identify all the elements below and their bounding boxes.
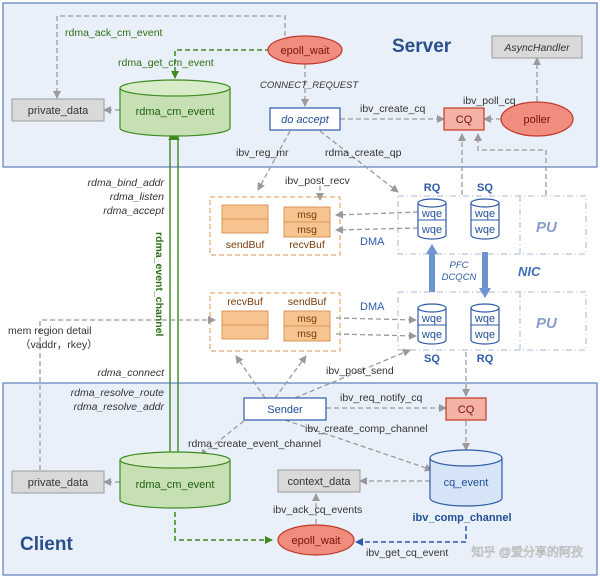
sq-top-label: SQ [477,182,493,194]
do-accept-label: do accept [281,114,330,126]
watermark: 知乎 @爱分享的阿孜 [471,544,583,559]
bottom-msg-2: msg [297,328,317,340]
svg-text:wqe: wqe [474,208,495,220]
cq-event-store: cq_event [429,449,503,507]
bind-addr-label: rdma_bind_addr [88,177,165,189]
mem-region-label-1: mem region detail [8,325,91,337]
top-msg-1: msg [297,209,317,221]
bottom-recv-buffer-label: recvBuf [227,296,263,308]
rq-bottom-label: RQ [477,353,494,365]
server-private-data-box [11,98,105,122]
dma-top-label: DMA [360,236,385,248]
context-data-box [277,469,361,493]
server-cq-box [443,107,485,131]
do-accept-box [269,107,341,131]
top-recv-buffer: msg msg recvBuf [283,206,331,251]
bottom-send-buffer-label: sendBuf [288,296,327,308]
rq-top-label: RQ [424,182,441,194]
server-rdma-cm-event-label: rdma_cm_event [136,106,215,118]
resolve-addr-label: rdma_resolve_addr [74,401,165,413]
server-cq-label: CQ [456,114,473,126]
poller [500,101,574,137]
pu-bottom-label: PU [536,315,558,332]
client-cq-label: CQ [458,404,475,416]
rq-bottom-queue: wqe wqe [470,303,500,345]
poller-label: poller [524,114,551,126]
accept-label: rdma_accept [103,205,165,217]
svg-text:wqe: wqe [421,208,442,220]
bottom-send-buffer: sendBuf msg msg [283,296,331,342]
nic-label: NIC [518,264,541,279]
svg-text:wqe: wqe [474,224,495,236]
svg-text:wqe: wqe [421,313,442,325]
sq-bottom-queue: wqe wqe [417,303,447,345]
event-channel-label: rdma_event_channel [153,232,165,337]
buffer-region-top [209,196,341,256]
pu-bottom-region [397,291,587,351]
reg-mr-label: ibv_reg_mr [236,147,289,159]
bottom-recv-buffer: recvBuf [221,296,269,340]
context-data-label: context_data [288,476,352,488]
connect-request-label: CONNECT_REQUEST [260,80,359,91]
mem-region-label-2: （vaddr，rkey） [20,339,98,351]
svg-text:wqe: wqe [474,329,495,341]
dcqcn-label: DCQCN [442,272,477,283]
pfc-label: PFC [450,260,469,271]
top-send-buffer: sendBuf [221,204,269,251]
create-event-channel-label: rdma_create_event_channel [188,438,321,450]
create-cq-label: ibv_create_cq [360,103,426,115]
post-recv-label: ibv_post_recv [285,175,351,187]
sq-top-queue: wqe wqe [470,198,500,240]
poll-cq-label: ibv_poll_cq [463,95,516,107]
server-epoll-wait [267,35,343,65]
listen-label: rdma_listen [110,191,164,203]
sender-box [243,397,327,421]
server-rdma-cm-event: rdma_cm_event [119,79,231,137]
pu-top-region [397,195,587,255]
req-notify-cq-label: ibv_req_notify_cq [340,392,422,404]
post-send-label: ibv_post_send [326,365,394,377]
comp-channel-label: ibv_comp_channel [412,512,511,524]
sq-bottom-label: SQ [424,353,440,365]
bottom-msg-1: msg [297,313,317,325]
client-epoll-wait-label: epoll_wait [292,535,341,547]
client-title: Client [20,534,73,555]
top-recv-buffer-label: recvBuf [289,239,325,251]
create-qp-label: rdma_create_qp [325,147,402,159]
client-private-data-box [11,470,105,494]
svg-text:wqe: wqe [421,224,442,236]
server-epoll-wait-label: epoll_wait [281,45,330,57]
connect-label: rdma_connect [97,367,165,379]
client-epoll-wait [277,524,355,556]
ack-cm-event-label: rdma_ack_cm_event [65,27,163,39]
client-private-data-label: private_data [28,477,89,489]
dma-bottom-label: DMA [360,301,385,313]
pu-top-label: PU [536,219,558,236]
server-region [2,2,598,168]
svg-text:wqe: wqe [474,313,495,325]
get-cq-event-label: ibv_get_cq_event [366,547,448,559]
top-send-buffer-label: sendBuf [226,239,265,251]
get-cm-event-label: rdma_get_cm_event [118,57,214,69]
async-handler-label: AsyncHandler [503,42,570,54]
client-cq-box [445,397,487,421]
server-private-data-label: private_data [28,105,89,117]
server-title: Server [392,36,452,57]
client-rdma-cm-event: rdma_cm_event [119,451,231,509]
rq-top-queue: wqe wqe [417,198,447,240]
client-rdma-cm-event-label: rdma_cm_event [136,479,215,491]
resolve-route-label: rdma_resolve_route [71,387,165,399]
cq-event-label: cq_event [444,477,489,489]
sender-label: Sender [267,404,303,416]
svg-text:wqe: wqe [421,329,442,341]
ack-cq-events-label: ibv_ack_cq_events [273,504,362,516]
top-msg-2: msg [297,224,317,236]
async-handler-box [491,35,583,59]
create-comp-channel-label: ibv_create_comp_channel [305,423,428,435]
